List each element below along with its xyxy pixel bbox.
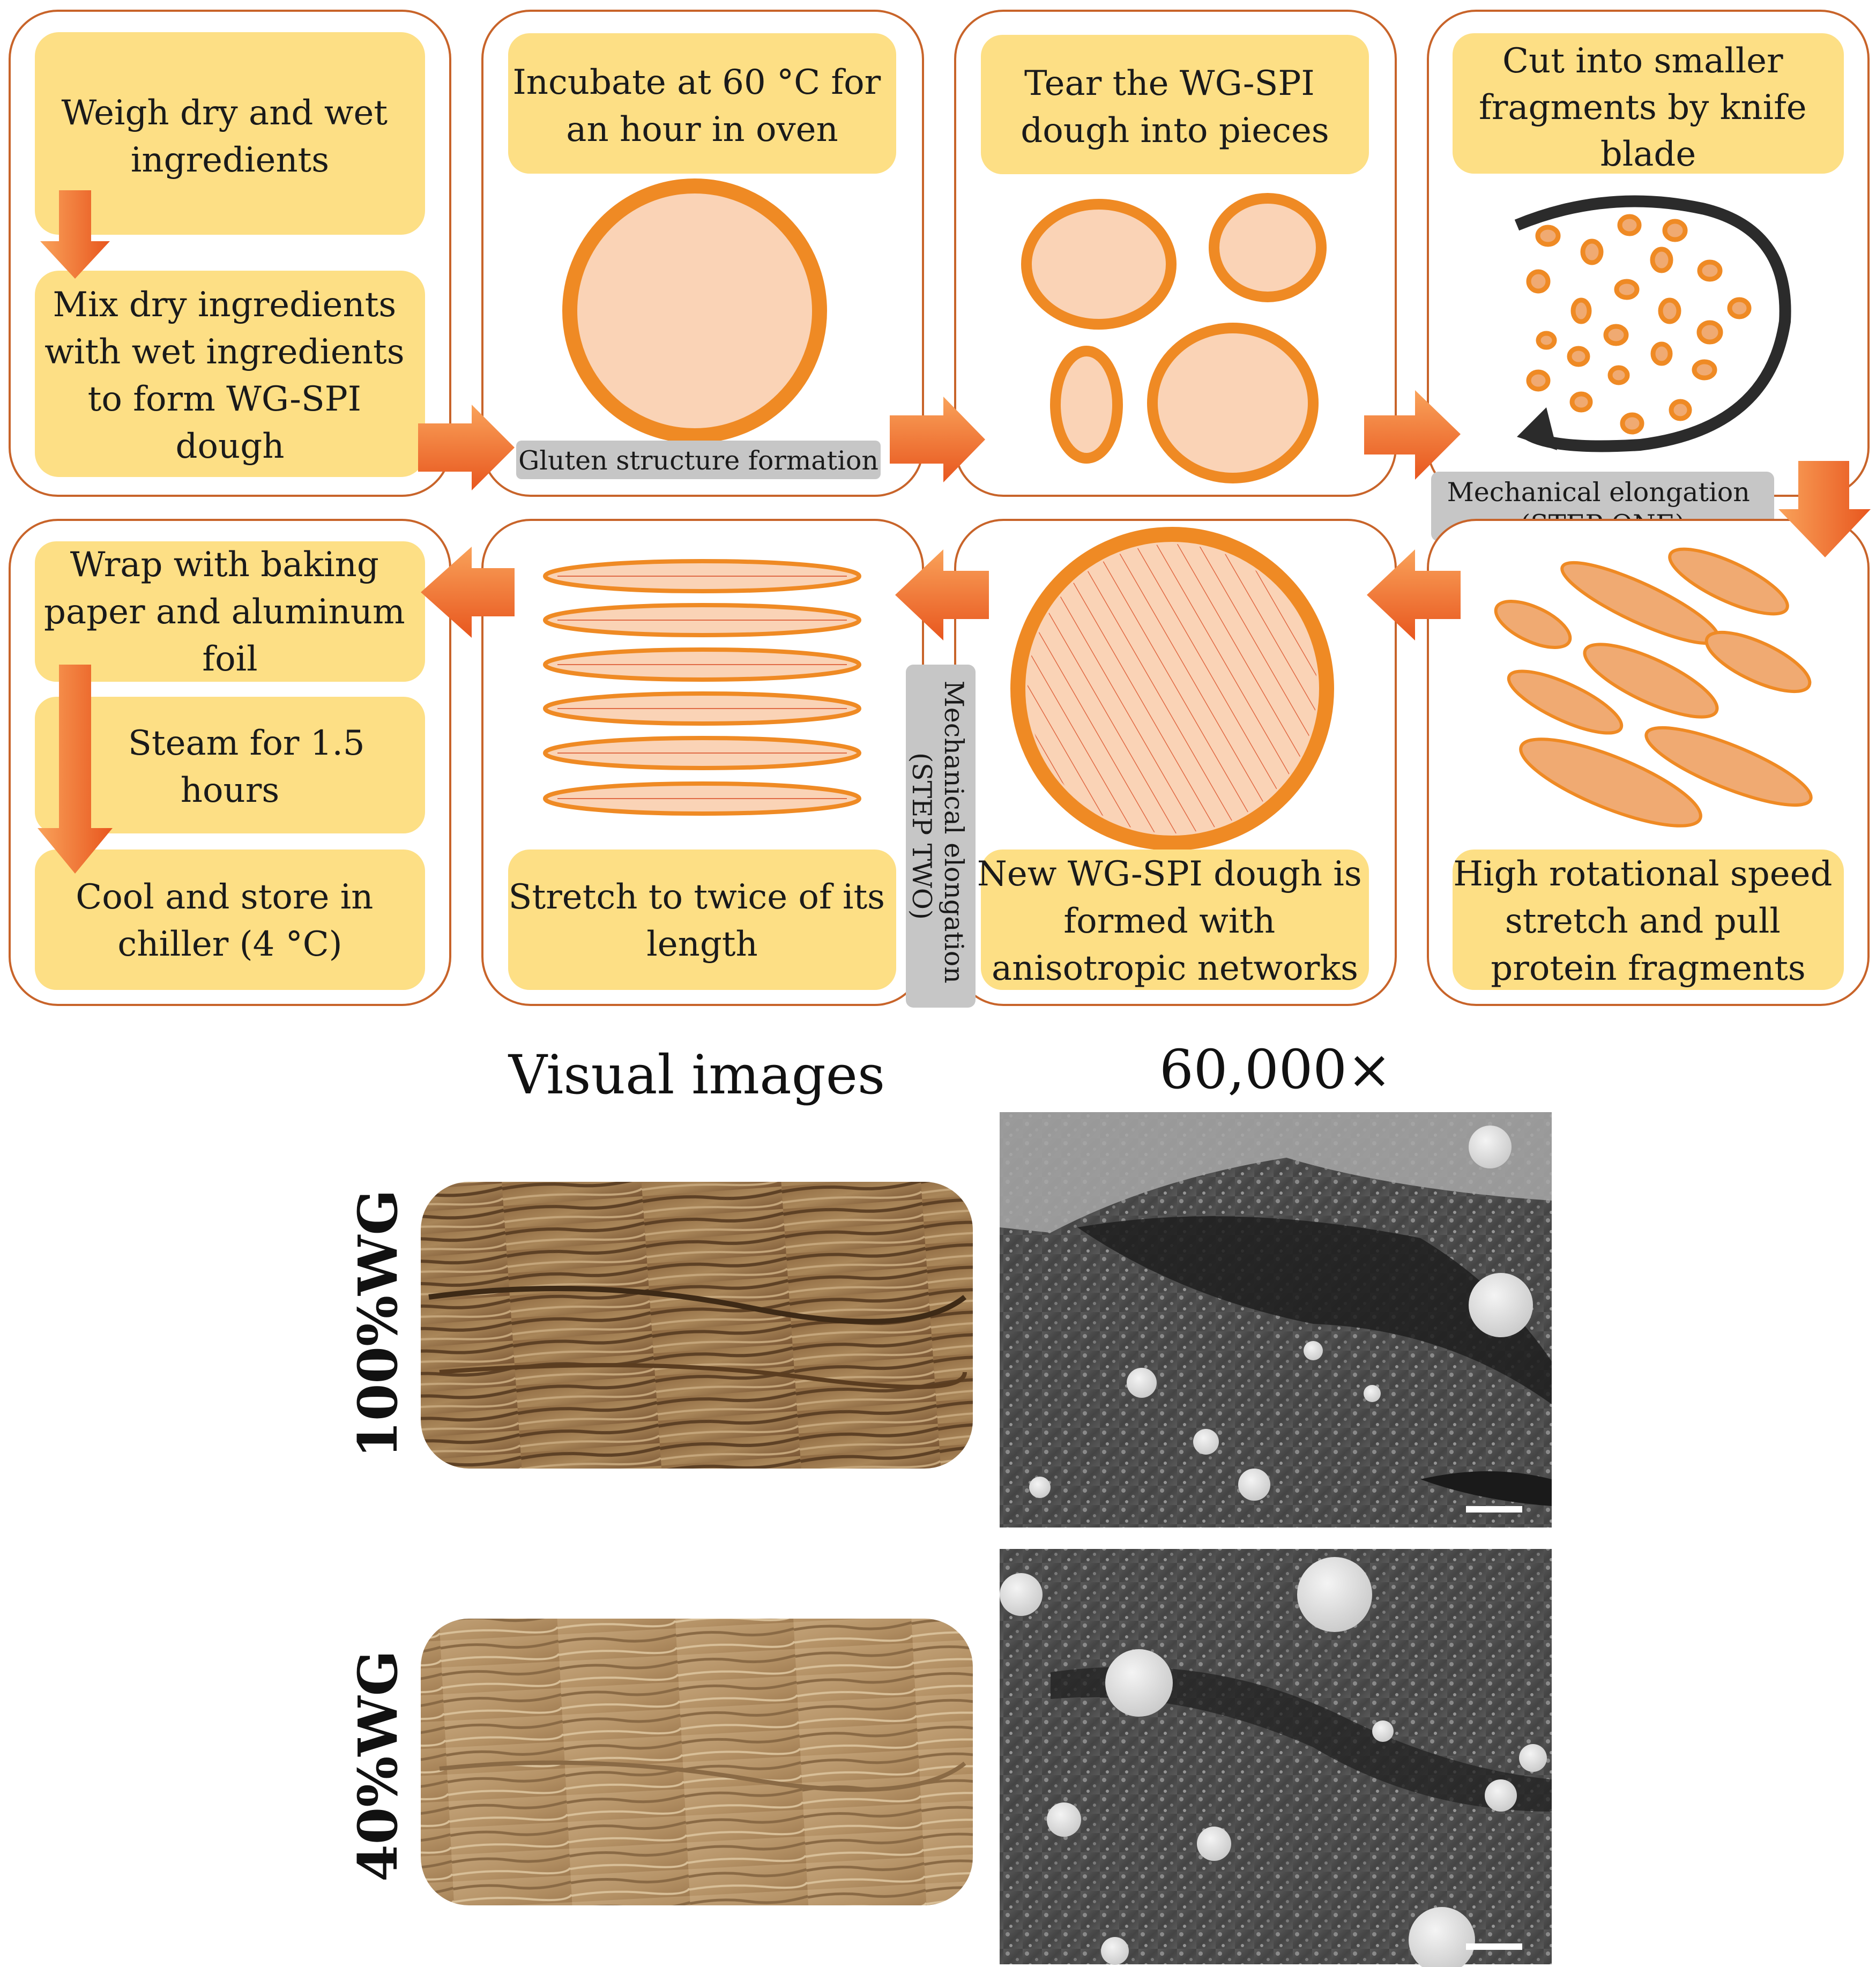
flow-arrows xyxy=(418,390,1871,640)
arrow-down-2 xyxy=(38,665,113,874)
weigh-label: Weigh dry and wet ingredients xyxy=(62,93,399,180)
scale-bar-2 xyxy=(1466,1943,1522,1950)
cut-box xyxy=(1453,33,1844,174)
arrow-down-3 xyxy=(1778,461,1871,557)
gluten-tag xyxy=(516,441,881,479)
photo-40wg xyxy=(421,1619,973,1905)
arrow-down-1 xyxy=(40,190,110,279)
stretch-label: Stretch to twice of its length xyxy=(509,877,896,964)
cool-label: Cool and store in chiller (4 °C) xyxy=(76,877,384,964)
high-speed-box xyxy=(1453,850,1844,990)
arrow-left-1 xyxy=(1367,549,1461,640)
rotation-arrow-icon xyxy=(1514,195,1791,452)
incubate-label: Incubate at 60 °C for an hour in oven xyxy=(512,63,891,150)
arrow-left-3 xyxy=(421,547,515,638)
arrow-right-1 xyxy=(418,405,515,490)
panel-7-stretch: Stretch to twice of its length Mechanica… xyxy=(481,519,976,1008)
fragments xyxy=(1526,214,1752,435)
dough-piece-2 xyxy=(1209,193,1327,302)
stretch-box xyxy=(508,850,896,990)
weigh-box xyxy=(35,32,425,235)
scale-bar-1 xyxy=(1466,1506,1522,1512)
wrap-label: Wrap with baking paper and aluminum foil xyxy=(44,545,416,679)
steam-label: Steam for 1.5 hours xyxy=(128,724,376,810)
dough-ball xyxy=(562,178,827,443)
sem-100wg xyxy=(1000,1112,1552,1528)
wrap-box xyxy=(35,541,425,682)
dough-piece-1 xyxy=(1021,199,1177,330)
visual-images-heading: Visual images xyxy=(508,1044,885,1106)
arrow-left-2 xyxy=(895,549,989,640)
arrow-right-3 xyxy=(1364,390,1461,480)
dough-piece-3 xyxy=(1050,346,1123,464)
gluten-tag-label: Gluten structure formation xyxy=(518,445,879,476)
sem-40wg xyxy=(1000,1549,1552,1967)
new-dough-label: New WG-SPI dough is formed with anisotro… xyxy=(977,854,1373,988)
row-label-40wg: 40%WG xyxy=(346,1650,410,1882)
photo-100wg xyxy=(421,1182,973,1469)
panel-5-high-speed: High rotational speed stretch and pull p… xyxy=(1427,519,1870,1006)
cut-label: Cut into smaller fragments by knife blad… xyxy=(1479,41,1818,174)
row-label-100wg: 100%WG xyxy=(346,1189,410,1458)
elong2-label: Mechanical elongation (STEP TWO) xyxy=(906,681,969,992)
steam-box xyxy=(35,697,425,833)
tear-box xyxy=(981,35,1369,174)
new-dough-box xyxy=(981,850,1369,990)
high-speed-label: High rotational speed stretch and pull p… xyxy=(1453,854,1843,988)
incubate-box xyxy=(508,33,896,174)
elongation-step-two-tag xyxy=(906,665,976,1008)
arrow-right-2 xyxy=(890,397,985,482)
dough-piece-4 xyxy=(1147,323,1319,483)
panel-8-finish: Wrap with baking paper and aluminum foil… xyxy=(9,519,451,1006)
mix-label: Mix dry ingredients with wet ingredients… xyxy=(44,285,415,466)
panel-6-new-dough: New WG-SPI dough is formed with anisotro… xyxy=(954,519,1397,1006)
panel-2: Incubate at 60 °C for an hour in oven Gl… xyxy=(481,10,924,497)
panel-3: Tear the WG-SPI dough into pieces xyxy=(954,10,1397,497)
cool-box xyxy=(35,850,425,990)
panel-1: Weigh dry and wet ingredients Mix dry in… xyxy=(9,10,451,497)
mix-box xyxy=(35,271,425,477)
sem-heading: 60,000× xyxy=(1159,1038,1392,1101)
tear-label: Tear the WG-SPI dough into pieces xyxy=(1021,64,1329,151)
